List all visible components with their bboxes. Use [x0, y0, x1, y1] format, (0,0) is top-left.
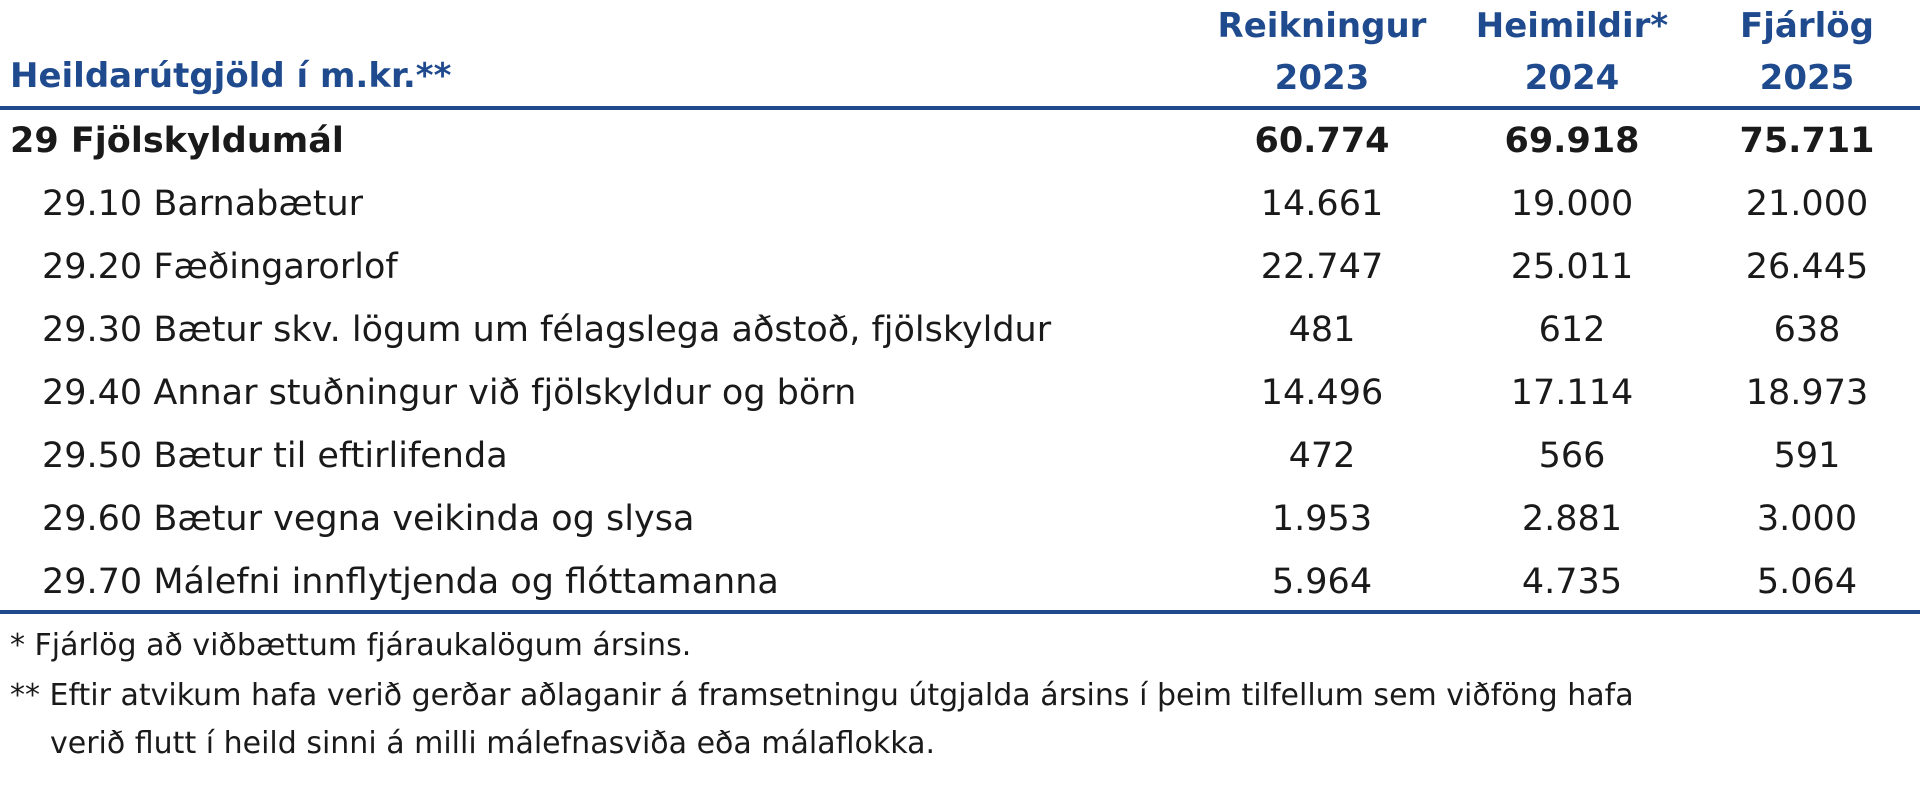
- value-2024: 17.114: [1510, 373, 1634, 413]
- column-header-2024: Heimildir* 2024: [1452, 0, 1692, 104]
- footer-divider: [0, 610, 1920, 614]
- value-2023: 5.964: [1271, 562, 1373, 602]
- row-label: 29.50 Bætur til eftirlifenda: [42, 436, 508, 476]
- table-row: 29.60 Bætur vegna veikinda og slysa 1.95…: [0, 488, 1920, 551]
- column-header-title: Fjárlög: [1740, 6, 1874, 46]
- table-row: 29.70 Málefni innflytjenda og flóttamann…: [0, 551, 1920, 614]
- table-row: 29.30 Bætur skv. lögum um félagslega aðs…: [0, 299, 1920, 362]
- header-divider: [0, 106, 1920, 110]
- value-2023: 60.774: [1254, 121, 1390, 161]
- value-2023: 1.953: [1271, 499, 1373, 539]
- value-2024: 612: [1538, 310, 1606, 350]
- footnote-2-line-1: ** Eftir atvikum hafa verið gerðar aðlag…: [10, 678, 1634, 713]
- value-2025: 21.000: [1745, 184, 1869, 224]
- table-header-label: Heildarútgjöld í m.kr.**: [10, 56, 452, 96]
- value-2025: 5.064: [1756, 562, 1858, 602]
- table-row: 29.40 Annar stuðningur við fjölskyldur o…: [0, 362, 1920, 425]
- table-row-total: 29 Fjölskyldumál 60.774 69.918 75.711: [0, 110, 1920, 173]
- value-2023: 481: [1288, 310, 1356, 350]
- value-2024: 4.735: [1521, 562, 1623, 602]
- value-2024: 19.000: [1510, 184, 1634, 224]
- table-row: 29.50 Bætur til eftirlifenda 472 566 591: [0, 425, 1920, 488]
- row-label: 29.20 Fæðingarorlof: [42, 247, 398, 287]
- value-2024: 69.918: [1504, 121, 1640, 161]
- column-header-2025: Fjárlög 2025: [1687, 0, 1920, 104]
- row-label: 29.10 Barnabætur: [42, 184, 364, 224]
- value-2024: 2.881: [1521, 499, 1623, 539]
- row-label: 29.60 Bætur vegna veikinda og slysa: [42, 499, 695, 539]
- column-header-2023: Reikningur 2023: [1202, 0, 1442, 104]
- value-2025: 3.000: [1756, 499, 1858, 539]
- column-header-year: 2024: [1524, 58, 1620, 98]
- value-2024: 566: [1538, 436, 1606, 476]
- value-2025: 18.973: [1745, 373, 1869, 413]
- value-2025: 591: [1773, 436, 1841, 476]
- table-row: 29.20 Fæðingarorlof 22.747 25.011 26.445: [0, 236, 1920, 299]
- row-label: 29.30 Bætur skv. lögum um félagslega aðs…: [42, 310, 1052, 350]
- row-label: 29.70 Málefni innflytjenda og flóttamann…: [42, 562, 779, 602]
- value-2023: 14.496: [1260, 373, 1384, 413]
- footnote-1: * Fjárlög að viðbættum fjáraukalögum árs…: [10, 628, 692, 663]
- value-2025: 75.711: [1739, 121, 1875, 161]
- value-2023: 472: [1288, 436, 1356, 476]
- table-row: 29.10 Barnabætur 14.661 19.000 21.000: [0, 173, 1920, 236]
- column-header-year: 2023: [1274, 58, 1370, 98]
- row-label: 29 Fjölskyldumál: [10, 121, 344, 161]
- column-header-year: 2025: [1759, 58, 1855, 98]
- footnote-2-line-2: verið flutt í heild sinni á milli málefn…: [50, 726, 936, 761]
- value-2023: 14.661: [1260, 184, 1384, 224]
- column-header-title: Reikningur: [1217, 6, 1427, 46]
- row-label: 29.40 Annar stuðningur við fjölskyldur o…: [42, 373, 857, 413]
- value-2023: 22.747: [1260, 247, 1384, 287]
- value-2025: 26.445: [1745, 247, 1869, 287]
- value-2025: 638: [1773, 310, 1841, 350]
- column-header-title: Heimildir*: [1475, 6, 1669, 46]
- value-2024: 25.011: [1510, 247, 1634, 287]
